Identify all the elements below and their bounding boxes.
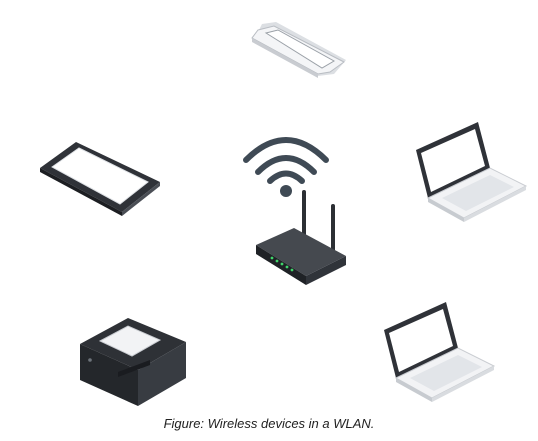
router-icon [256,190,346,285]
smartphone-icon [251,22,346,78]
tablet-icon [40,142,160,216]
printer-icon [80,318,186,406]
figure-caption: Figure: Wireless devices in a WLAN. [163,416,375,431]
laptop-icon [384,302,496,402]
wifi-signal-icon [243,137,329,197]
laptop-icon [416,122,528,222]
